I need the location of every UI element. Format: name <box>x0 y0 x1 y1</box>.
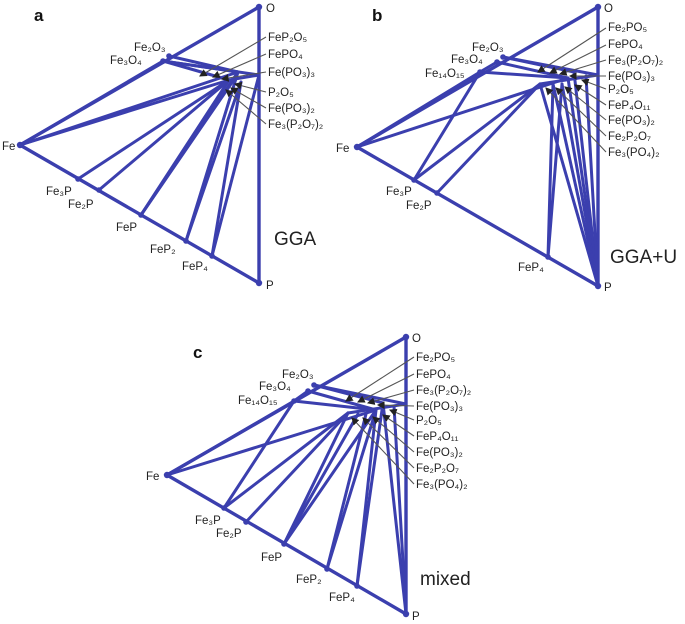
label-c-right-6: Fe(PO₃)₂ <box>416 447 463 459</box>
arrows-b <box>537 27 607 153</box>
label-b-right-5: FeP₄O₁₁ <box>608 100 651 112</box>
label-c-right-2: Fe₃(P₂O₇)₂ <box>416 385 471 397</box>
label-a-right-4: Fe(PO₃)₂ <box>268 103 315 115</box>
label-a-right-5: Fe₃(P₂O₇)₂ <box>268 119 323 131</box>
label-a-left-1: Fe₃O₄ <box>110 55 142 67</box>
method-label-c: mixed <box>420 569 471 590</box>
label-c-right-3: Fe(PO₃)₃ <box>416 401 463 413</box>
label-a-right-3: P₂O₅ <box>268 87 294 99</box>
label-c-left-1: Fe₃O₄ <box>259 381 291 393</box>
label-b-right-3: Fe(PO₃)₃ <box>608 71 655 83</box>
label-b-left-1: Fe₃O₄ <box>451 54 483 66</box>
panel-a-label: a <box>34 6 44 25</box>
label-a-edge-3: FeP₂ <box>150 244 176 256</box>
label-c-edge-1: Fe₂P <box>216 528 242 540</box>
label-a-right-2: Fe(PO₃)₃ <box>268 67 315 79</box>
tie-lines-b <box>355 55 600 288</box>
vertex-o: O <box>412 333 421 345</box>
vertex-o: O <box>604 3 613 15</box>
method-label-b: GGA+U <box>610 247 677 268</box>
vertex-p: P <box>412 611 420 623</box>
vertex-p: P <box>604 282 612 294</box>
tie-lines-a <box>18 54 261 258</box>
label-b-right-6: Fe(PO₃)₂ <box>608 115 655 127</box>
arrows-c <box>345 356 415 485</box>
label-c-left-0: Fe₂O₃ <box>282 369 314 381</box>
label-c-right-4: P₂O₅ <box>416 415 442 427</box>
label-a-right-1: FePO₄ <box>268 49 303 61</box>
label-c-right-0: Fe₂PO₅ <box>416 352 456 364</box>
label-b-right-8: Fe₃(PO₄)₂ <box>608 147 660 159</box>
label-c-left-2: Fe₁₄O₁₅ <box>238 395 278 407</box>
label-a-right-0: FeP₂O₅ <box>268 32 308 44</box>
method-label-a: GGA <box>274 229 317 250</box>
label-b-right-2: Fe₃(P₂O₇)₂ <box>608 55 663 67</box>
label-b-edge-0: Fe₃P <box>386 186 412 198</box>
label-b-left-0: Fe₂O₃ <box>472 42 504 54</box>
label-a-edge-2: FeP <box>116 222 137 234</box>
tie-lines-c <box>165 383 408 616</box>
label-b-right-7: Fe₂P₂O₇ <box>608 131 651 143</box>
label-a-left-0: Fe₂O₃ <box>134 42 166 54</box>
vertex-p: P <box>266 280 274 292</box>
vertex-fe: Fe <box>146 471 159 483</box>
label-b-right-4: P₂O₅ <box>608 84 634 96</box>
vertex-o: O <box>266 3 275 15</box>
label-b-left-2: Fe₁₄O₁₅ <box>425 68 465 80</box>
label-b-right-1: FePO₄ <box>608 39 643 51</box>
panel-b-label: b <box>372 6 382 25</box>
label-b-right-0: Fe₂PO₅ <box>608 22 648 34</box>
edge-fe-p <box>355 145 600 288</box>
label-c-edge-2: FeP <box>261 552 282 564</box>
vertex-fe: Fe <box>336 143 349 155</box>
panel-c-label: c <box>193 343 202 362</box>
panel-a: a <box>2 3 323 292</box>
vertex-fe: Fe <box>2 141 15 153</box>
label-b-edge-2: FeP₄ <box>518 262 544 274</box>
panel-c: c <box>146 333 471 623</box>
label-a-edge-1: Fe₂P <box>68 199 94 211</box>
label-a-edge-4: FeP₄ <box>182 261 208 273</box>
label-c-edge-0: Fe₃P <box>195 515 221 527</box>
label-c-right-8: Fe₃(PO₄)₂ <box>416 479 468 491</box>
label-c-right-5: FeP₄O₁₁ <box>416 431 459 443</box>
label-c-edge-3: FeP₂ <box>296 574 322 586</box>
label-c-right-7: Fe₂P₂O₇ <box>416 463 459 475</box>
arrows-a <box>199 36 267 125</box>
panel-b: b <box>336 3 677 294</box>
label-b-edge-1: Fe₂P <box>406 200 432 212</box>
label-c-edge-4: FeP₄ <box>329 592 355 604</box>
label-a-edge-0: Fe₃P <box>46 186 72 198</box>
label-c-right-1: FePO₄ <box>416 369 451 381</box>
